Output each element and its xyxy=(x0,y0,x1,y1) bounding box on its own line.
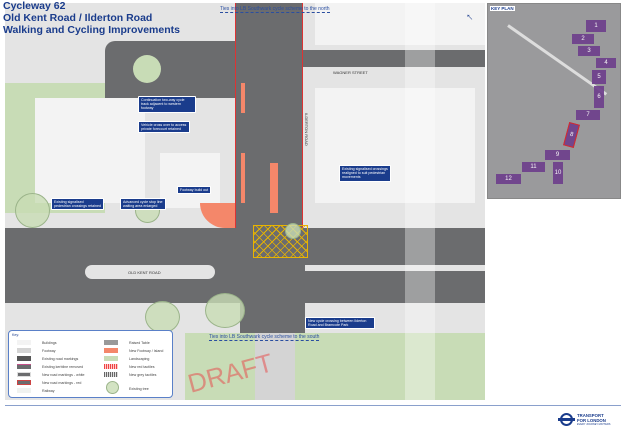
key-swatch xyxy=(17,380,31,385)
key-label: Footway xyxy=(42,349,56,353)
logo-line-2: FOR LONDON xyxy=(577,418,606,423)
key-plan-segment: 4 xyxy=(596,58,616,68)
existing-tree xyxy=(285,223,301,239)
key-label: Landscaping xyxy=(129,357,150,361)
callout: Existing signalised pedestrian crossings… xyxy=(51,198,104,211)
key-label: New red tactiles xyxy=(129,365,155,369)
key-label: Existing road markings xyxy=(42,357,79,361)
building xyxy=(315,88,475,203)
title-line-3: Walking and Cycling Improvements xyxy=(3,24,180,36)
key-label: New Footway / Island xyxy=(129,349,164,353)
key-plan-segment: 11 xyxy=(522,162,545,172)
cycle-track xyxy=(241,83,245,113)
callout: Existing signalised crossings realigned … xyxy=(339,165,391,182)
callout: New cycle crossing between Ilderton Road… xyxy=(305,317,375,330)
key-plan-segment: 10 xyxy=(553,162,563,184)
key-plan-segment: 7 xyxy=(576,110,600,120)
key-label: Existing kerbline removed xyxy=(42,365,84,369)
logo-tagline: EVERY JOURNEY MATTERS xyxy=(577,423,611,426)
key-label: New road markings - white xyxy=(42,373,85,377)
island xyxy=(270,163,278,213)
key-swatch xyxy=(104,372,118,377)
wagner-street-label: WAGNER STREET xyxy=(333,70,368,75)
key-label: Raised Table xyxy=(129,341,150,345)
key-swatch xyxy=(104,340,118,345)
key-plan-segment: 6 xyxy=(594,86,604,108)
key-plan-segment: 9 xyxy=(545,150,570,160)
divider xyxy=(5,405,621,406)
existing-tree xyxy=(15,193,50,228)
building xyxy=(35,98,145,203)
ilderton-road-north xyxy=(235,3,303,233)
key-swatch xyxy=(17,340,31,345)
key-title: Key: xyxy=(12,333,20,337)
existing-tree xyxy=(205,293,245,328)
key-plan-segment: 12 xyxy=(496,174,521,184)
footway-build-out xyxy=(200,203,235,228)
tie-north-label: Ties into LB Southwark cycle scheme to t… xyxy=(220,6,330,13)
callout: Vehicle cross over to access private for… xyxy=(138,121,190,134)
square-area xyxy=(105,41,240,98)
key-plan-title: KEY PLAN xyxy=(490,6,515,11)
key-label: Existing tree xyxy=(129,387,149,391)
title-block: Cycleway 62 Old Kent Road / Ilderton Roa… xyxy=(3,0,180,36)
wagner-street-road xyxy=(300,50,485,67)
title-line-2: Old Kent Road / Ilderton Road xyxy=(3,12,153,24)
key-swatch xyxy=(104,364,118,369)
key-swatch xyxy=(104,348,118,353)
map-key: Key: Buildings Footway Existing road mar… xyxy=(8,330,173,398)
key-swatch xyxy=(104,356,118,361)
key-plan-segment: 1 xyxy=(586,20,606,32)
key-swatch xyxy=(106,381,119,394)
key-label: New grey tactiles xyxy=(129,373,157,377)
key-plan-segment: 5 xyxy=(592,70,606,84)
callout: Footway build out xyxy=(177,186,212,195)
cycle-track xyxy=(241,153,245,203)
tie-south-label: Ties into LB Southwark cycle scheme to t… xyxy=(209,334,320,341)
key-label: New road markings - red xyxy=(42,381,82,385)
roundabout-green xyxy=(133,55,161,83)
existing-tree xyxy=(145,301,180,333)
key-swatch xyxy=(17,348,31,353)
roundel-icon xyxy=(558,413,575,426)
logo-line-1: TRANSPORT xyxy=(577,413,604,418)
title-line-1: Cycleway 62 xyxy=(3,0,66,12)
central-island xyxy=(85,265,215,279)
key-label: Buildings xyxy=(42,341,57,345)
key-swatch xyxy=(17,364,31,369)
key-plan-segment-highlighted: 8 xyxy=(563,121,580,149)
key-plan-segment: 3 xyxy=(578,46,600,56)
ilderton-road-label: ILDERTON ROAD xyxy=(304,113,309,146)
key-swatch xyxy=(17,356,31,361)
key-plan: KEY PLAN 1 2 3 4 5 6 7 8 9 10 11 12 xyxy=(487,3,621,199)
callout: Continuation two-way cycle track adjacen… xyxy=(138,96,196,113)
building xyxy=(160,153,220,208)
path xyxy=(255,333,295,400)
landscaping xyxy=(185,333,485,400)
tfl-logo: TRANSPORT FOR LONDON EVERY JOURNEY MATTE… xyxy=(558,413,611,426)
key-label: Railway xyxy=(42,389,55,393)
central-island xyxy=(305,265,485,271)
key-swatch xyxy=(17,388,31,393)
key-swatch xyxy=(17,372,31,377)
old-kent-road-label: OLD KENT ROAD xyxy=(128,270,161,275)
railway xyxy=(405,3,435,400)
ilderton-road-south xyxy=(240,303,305,333)
key-plan-segment: 2 xyxy=(572,34,594,44)
building xyxy=(315,3,485,45)
callout: Advanced cycle stop line waiting area en… xyxy=(120,198,166,211)
